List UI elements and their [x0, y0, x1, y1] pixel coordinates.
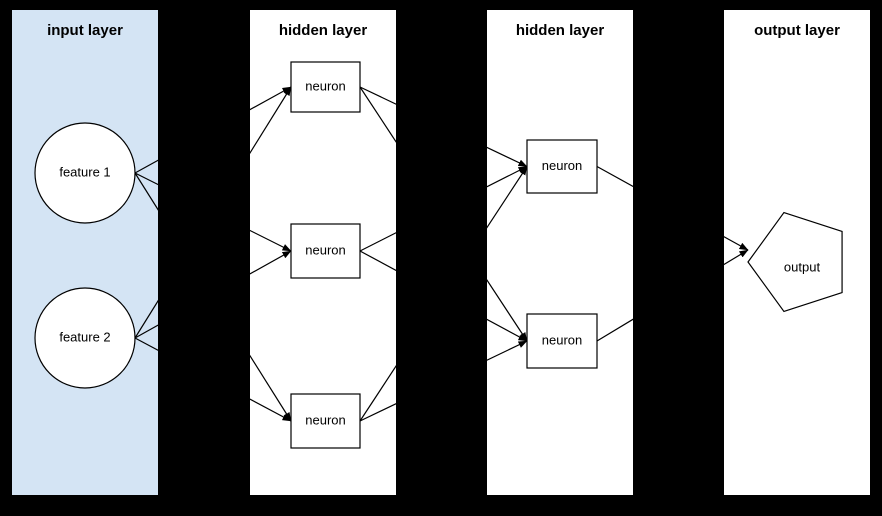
- panel-gap-0: [158, 0, 250, 516]
- panel-gap-2: [633, 0, 724, 516]
- node-label-feature-1: feature 1: [59, 164, 110, 179]
- layer-title-input-layer: input layer: [47, 22, 123, 39]
- node-hidden-1-neuron-1[interactable]: neuron: [290, 61, 361, 113]
- node-shape-hidden-2-neuron-1: [526, 139, 598, 194]
- nodes-group: feature 1 feature 2 neuron neuron neuron neur…: [34, 61, 843, 449]
- layer-title-hidden-layer-1: hidden layer: [279, 22, 368, 39]
- node-hidden-2-neuron-1[interactable]: neuron: [526, 139, 598, 194]
- layer-titles-group: input layer hidden layer hidden layer outpu…: [47, 22, 840, 39]
- node-shape-hidden-1-neuron-2: [290, 223, 361, 279]
- layer-title-output-layer: output layer: [754, 22, 840, 39]
- node-label-hidden-1-neuron-1: neuron: [305, 78, 345, 93]
- layer-title-hidden-layer-2: hidden layer: [516, 22, 605, 39]
- node-shape-feature-1: [34, 122, 136, 224]
- node-label-hidden-1-neuron-2: neuron: [305, 242, 345, 257]
- node-feature-2[interactable]: feature 2: [34, 287, 136, 389]
- node-shape-hidden-2-neuron-2: [526, 313, 598, 369]
- node-feature-1[interactable]: feature 1: [34, 122, 136, 224]
- node-shape-hidden-1-neuron-3: [290, 393, 361, 449]
- node-label-hidden-2-neuron-2: neuron: [542, 332, 582, 347]
- node-label-hidden-2-neuron-1: neuron: [542, 158, 582, 173]
- node-shape-feature-2: [34, 287, 136, 389]
- layer-panel-hidden-layer-2: [487, 10, 633, 495]
- node-shape-output-node: [747, 211, 843, 313]
- node-label-feature-2: feature 2: [59, 329, 110, 344]
- node-shape-hidden-1-neuron-1: [290, 61, 361, 113]
- node-hidden-1-neuron-2[interactable]: neuron: [290, 223, 361, 279]
- node-label-hidden-1-neuron-3: neuron: [305, 412, 345, 427]
- layer-panel-input-layer: [12, 10, 158, 495]
- panel-gap-1: [396, 0, 487, 516]
- node-hidden-1-neuron-3[interactable]: neuron: [290, 393, 361, 449]
- gap-masks-group: [158, 0, 724, 516]
- node-label-output-node: output: [784, 259, 821, 274]
- node-hidden-2-neuron-2[interactable]: neuron: [526, 313, 598, 369]
- node-output-node[interactable]: output: [747, 211, 843, 313]
